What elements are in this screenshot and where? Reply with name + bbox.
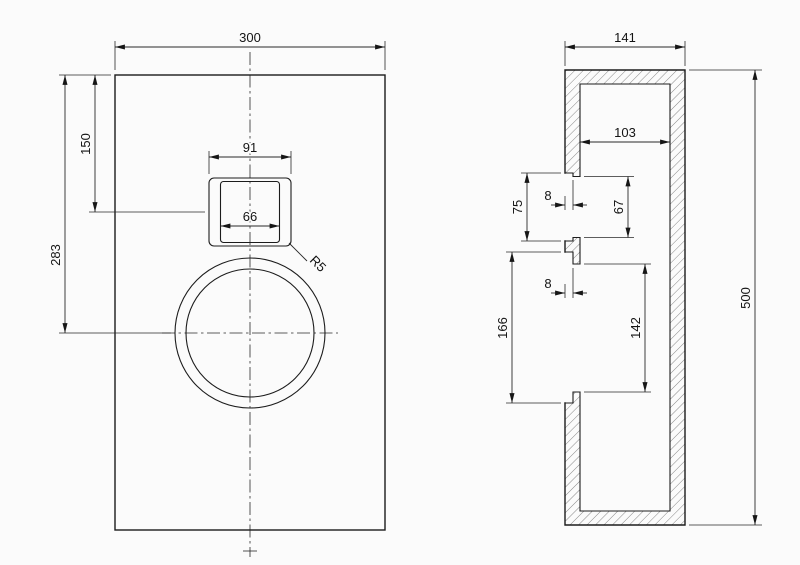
- dim-label-port-outer-height: 75: [510, 200, 525, 214]
- dim-label-overall-depth: 141: [614, 30, 636, 45]
- extension-lines: [689, 69, 762, 526]
- dim-port-center-from-top: 150: [59, 74, 205, 213]
- dim-inner-depth: 103: [580, 123, 670, 145]
- dim-label-inner-depth: 103: [614, 125, 636, 140]
- dim-label-port-outer-width: 91: [243, 140, 257, 155]
- dim-label-overall-width: 300: [239, 30, 261, 45]
- dim-driver-outer-height: 166: [493, 251, 561, 404]
- back-wall-hatch: [670, 84, 685, 511]
- wall-hatching: [565, 70, 685, 525]
- dim-driver-center-from-top: 283: [46, 75, 171, 334]
- dim-corner-radius: R5: [288, 242, 331, 277]
- dim-overall-width: 300: [114, 28, 386, 70]
- dim-label-port-inner-width: 66: [243, 209, 257, 224]
- dim-driver-rebate-depth: 8: [543, 268, 587, 298]
- baffle-lower-hatch: [565, 403, 580, 511]
- extension-lines: [59, 74, 205, 213]
- port-cutout-inner: [219, 180, 281, 244]
- dim-port-outer-height: 75: [508, 172, 561, 242]
- top-wall-hatch: [565, 70, 685, 84]
- port-cutout-outer: [208, 177, 292, 247]
- dim-label-driver-inner-height: 142: [628, 317, 643, 339]
- port-rebate-lip-top-hatch: [573, 173, 580, 177]
- port-rebate-lip-bottom-hatch: [573, 237, 580, 241]
- driver-cutout-outer: [174, 257, 326, 409]
- dim-label-port-center-from-top: 150: [78, 133, 93, 155]
- baffle-upper-hatch: [565, 84, 580, 173]
- extension-lines: [564, 268, 574, 298]
- baffle-middle-hatch: [565, 241, 580, 252]
- extension-lines: [584, 176, 634, 238]
- dim-label-port-inner-height: 67: [611, 200, 626, 214]
- side-section-view: 141 103 500 75 67 8: [493, 28, 762, 526]
- dim-label-overall-height: 500: [738, 287, 753, 309]
- driver-cutout-inner: [185, 268, 315, 398]
- dim-port-inner-width: 66: [220, 207, 280, 229]
- driver-rebate-lip-bottom-hatch: [573, 392, 580, 403]
- front-panel-outline: [114, 74, 386, 531]
- dim-label-corner-radius: R5: [307, 253, 329, 275]
- leader-line: [288, 242, 308, 262]
- dim-driver-inner-height: 142: [584, 263, 651, 393]
- extension-lines: [506, 251, 561, 404]
- front-view: 300 91 66 150 283 R5: [46, 28, 386, 557]
- rebate-step-profiles: [564, 172, 581, 404]
- driver-rebate-lip-top-hatch: [573, 252, 580, 264]
- dim-port-outer-width: 91: [208, 138, 292, 174]
- extension-lines: [584, 263, 651, 393]
- dim-overall-height: 500: [689, 69, 762, 526]
- dim-label-driver-outer-height: 166: [495, 317, 510, 339]
- dim-label-driver-center-from-top: 283: [48, 244, 63, 266]
- dim-label-port-rebate-depth: 8: [544, 188, 551, 203]
- dim-overall-depth: 141: [564, 28, 686, 66]
- bottom-wall-hatch: [565, 511, 685, 525]
- cabinet-inner-outline: [579, 83, 671, 512]
- extension-lines: [564, 180, 574, 210]
- dim-port-inner-height: 67: [584, 176, 634, 238]
- cabinet-outer-outline: [564, 69, 686, 526]
- dim-label-driver-rebate-depth: 8: [544, 276, 551, 291]
- dim-port-rebate-depth: 8: [543, 180, 587, 210]
